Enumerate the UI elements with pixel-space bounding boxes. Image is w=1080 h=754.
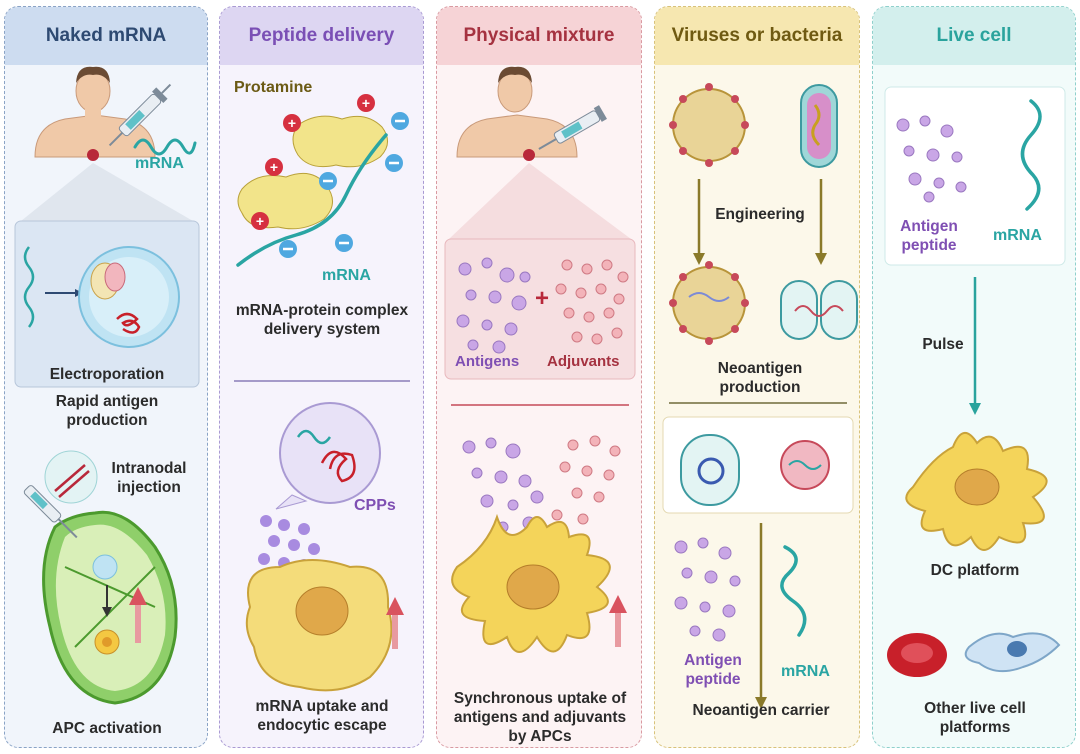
mrna-label: mRNA [135,155,184,172]
antigens-label: Antigens [455,353,520,370]
syringe-icon [23,485,78,539]
red-blood-cell-icon [887,633,947,677]
svg-text:+: + [288,115,296,131]
panel-title: Naked mRNA [45,25,167,46]
adjuvant-particle-icon [555,259,629,345]
mrna-label: mRNA [322,267,371,284]
neoantigen-carrier-label: Neoantigen carrier [692,702,830,719]
panel-physical-mixture: Physical mixture [436,6,642,748]
positive-charge-icon [251,94,375,230]
cpps-label: CPPs [354,497,396,514]
panel-header: Naked mRNA [5,7,207,65]
panel-header: Live cell [873,7,1075,65]
protamine-icon [292,115,388,168]
panel-title: Physical mixture [463,25,615,46]
panel-live-cell: Live cell Antigen peptide mRNA Pulse DC … [872,6,1076,748]
panel-peptide-delivery: Peptide delivery + + + + [219,6,424,748]
panel-header: Peptide delivery [220,7,423,65]
antigen-particle-icon [462,437,544,533]
person-icon [456,66,578,158]
increase-arrow-icon [615,611,621,647]
cpp-particle-icon [258,515,320,571]
rapid-antigen-label: Rapid antigen production [55,393,159,429]
panel-viruses-bacteria: Viruses or bacteria [654,6,860,748]
antigen-particle-icon [456,257,531,354]
injection-site-icon [87,149,99,161]
physical-mixture-illustration [444,66,636,653]
mrna-strand-icon [133,138,197,156]
protamine-label: Protamine [234,79,313,96]
adjuvant-particle-icon [551,435,621,525]
naked-mrna-illustration [14,66,200,705]
increase-arrow-icon [135,603,141,643]
antigen-peptide-label: Antigen peptide [900,218,958,254]
antigen-particle-icon [896,115,967,203]
intranodal-injection-label: Intranodal injection [111,460,187,496]
mrna-label: mRNA [781,663,830,680]
bacterium-icon [800,84,838,168]
lymph-node-icon [42,510,178,705]
svg-text:+: + [256,213,264,229]
svg-text:+: + [270,159,278,175]
syringe-icon [108,83,172,147]
mrna-strand-icon [1020,99,1042,211]
adjuvants-label: Adjuvants [547,353,620,370]
panel-title: Live cell [936,25,1012,46]
injection-site-icon [523,149,535,161]
panel-header: Viruses or bacteria [655,7,859,65]
uptake-escape-label: mRNA uptake and endocytic escape [255,698,389,734]
antigen-particle-icon [674,537,741,642]
panel-title: Peptide delivery [248,25,395,46]
antigen-peptide-label: Antigen peptide [684,652,742,688]
complex-delivery-label: mRNA-protein complex delivery system [235,302,409,338]
mrna-strand-icon [780,545,807,637]
mrna-strand-icon [236,133,388,267]
increase-arrow-icon [392,613,398,649]
panel-naked-mrna: Naked mRNA [4,6,208,748]
syringe-icon [538,105,607,150]
dc-platform-label: DC platform [930,562,1020,579]
plus-sign: + [535,285,550,312]
svg-text:+: + [362,95,370,111]
dividing-bacteria-icon [780,280,858,340]
synchronous-uptake-label: Synchronous uptake of antigens and adjuv… [453,690,627,745]
pulse-label: Pulse [922,336,964,353]
live-cell-illustration [884,86,1066,677]
panel-title: Viruses or bacteria [671,25,843,46]
neoantigen-production-label: Neoantigen production [717,360,803,396]
bacterium-icon [680,434,740,506]
apc-activation-label: APC activation [52,720,162,737]
virus-icon [669,83,749,167]
electroporation-label: Electroporation [49,366,165,383]
viruses-bacteria-illustration [662,83,858,709]
other-live-cell-label: Other live cell platforms [924,700,1026,736]
engineering-label: Engineering [715,206,805,223]
mrna-label: mRNA [993,227,1042,244]
engineered-virus-icon [669,261,749,345]
peptide-delivery-illustration: + + + + [234,94,410,692]
panel-header: Physical mixture [437,7,641,65]
